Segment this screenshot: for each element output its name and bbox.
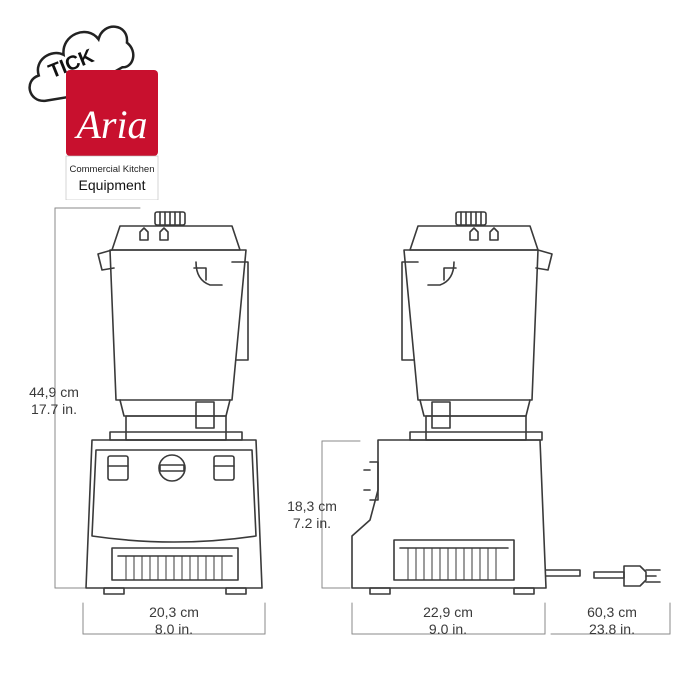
dim-line-front-width (82, 602, 266, 635)
side-view (351, 211, 581, 595)
plug-icon (593, 565, 661, 587)
logo-line2: Equipment (79, 177, 146, 193)
cord-metric: 60,3 cm (587, 604, 637, 620)
base-height-imperial: 7.2 in. (292, 515, 332, 531)
dim-line-height (54, 207, 141, 589)
dim-line-side-depth (351, 602, 546, 635)
cord-imperial: 23.8 in. (589, 621, 635, 637)
base-height-label: 18,3 cm 7.2 in. (272, 498, 352, 532)
base-height-metric: 18,3 cm (287, 498, 337, 514)
logo-word: Aria (73, 102, 147, 147)
logo-red-square (66, 70, 158, 156)
brand-logo: TICK Aria Commercial Kitchen Equipment (28, 25, 159, 200)
depth-label: 22,9 cm 9.0 in. (388, 604, 508, 638)
logo-line1: Commercial Kitchen (70, 164, 155, 175)
cord-label: 60,3 cm 23.8 in. (562, 604, 662, 638)
height-metric: 44,9 cm (29, 384, 79, 400)
depth-metric: 22,9 cm (423, 604, 473, 620)
front-view (85, 211, 263, 595)
depth-imperial: 9.0 in. (428, 621, 468, 637)
front-width-metric: 20,3 cm (149, 604, 199, 620)
height-label: 44,9 cm 17.7 in. (14, 384, 94, 418)
dim-line-base-height (321, 440, 361, 589)
front-width-imperial: 8.0 in. (154, 621, 194, 637)
front-width-label: 20,3 cm 8.0 in. (114, 604, 234, 638)
dim-line-cord (550, 602, 671, 635)
height-imperial: 17.7 in. (31, 401, 77, 417)
